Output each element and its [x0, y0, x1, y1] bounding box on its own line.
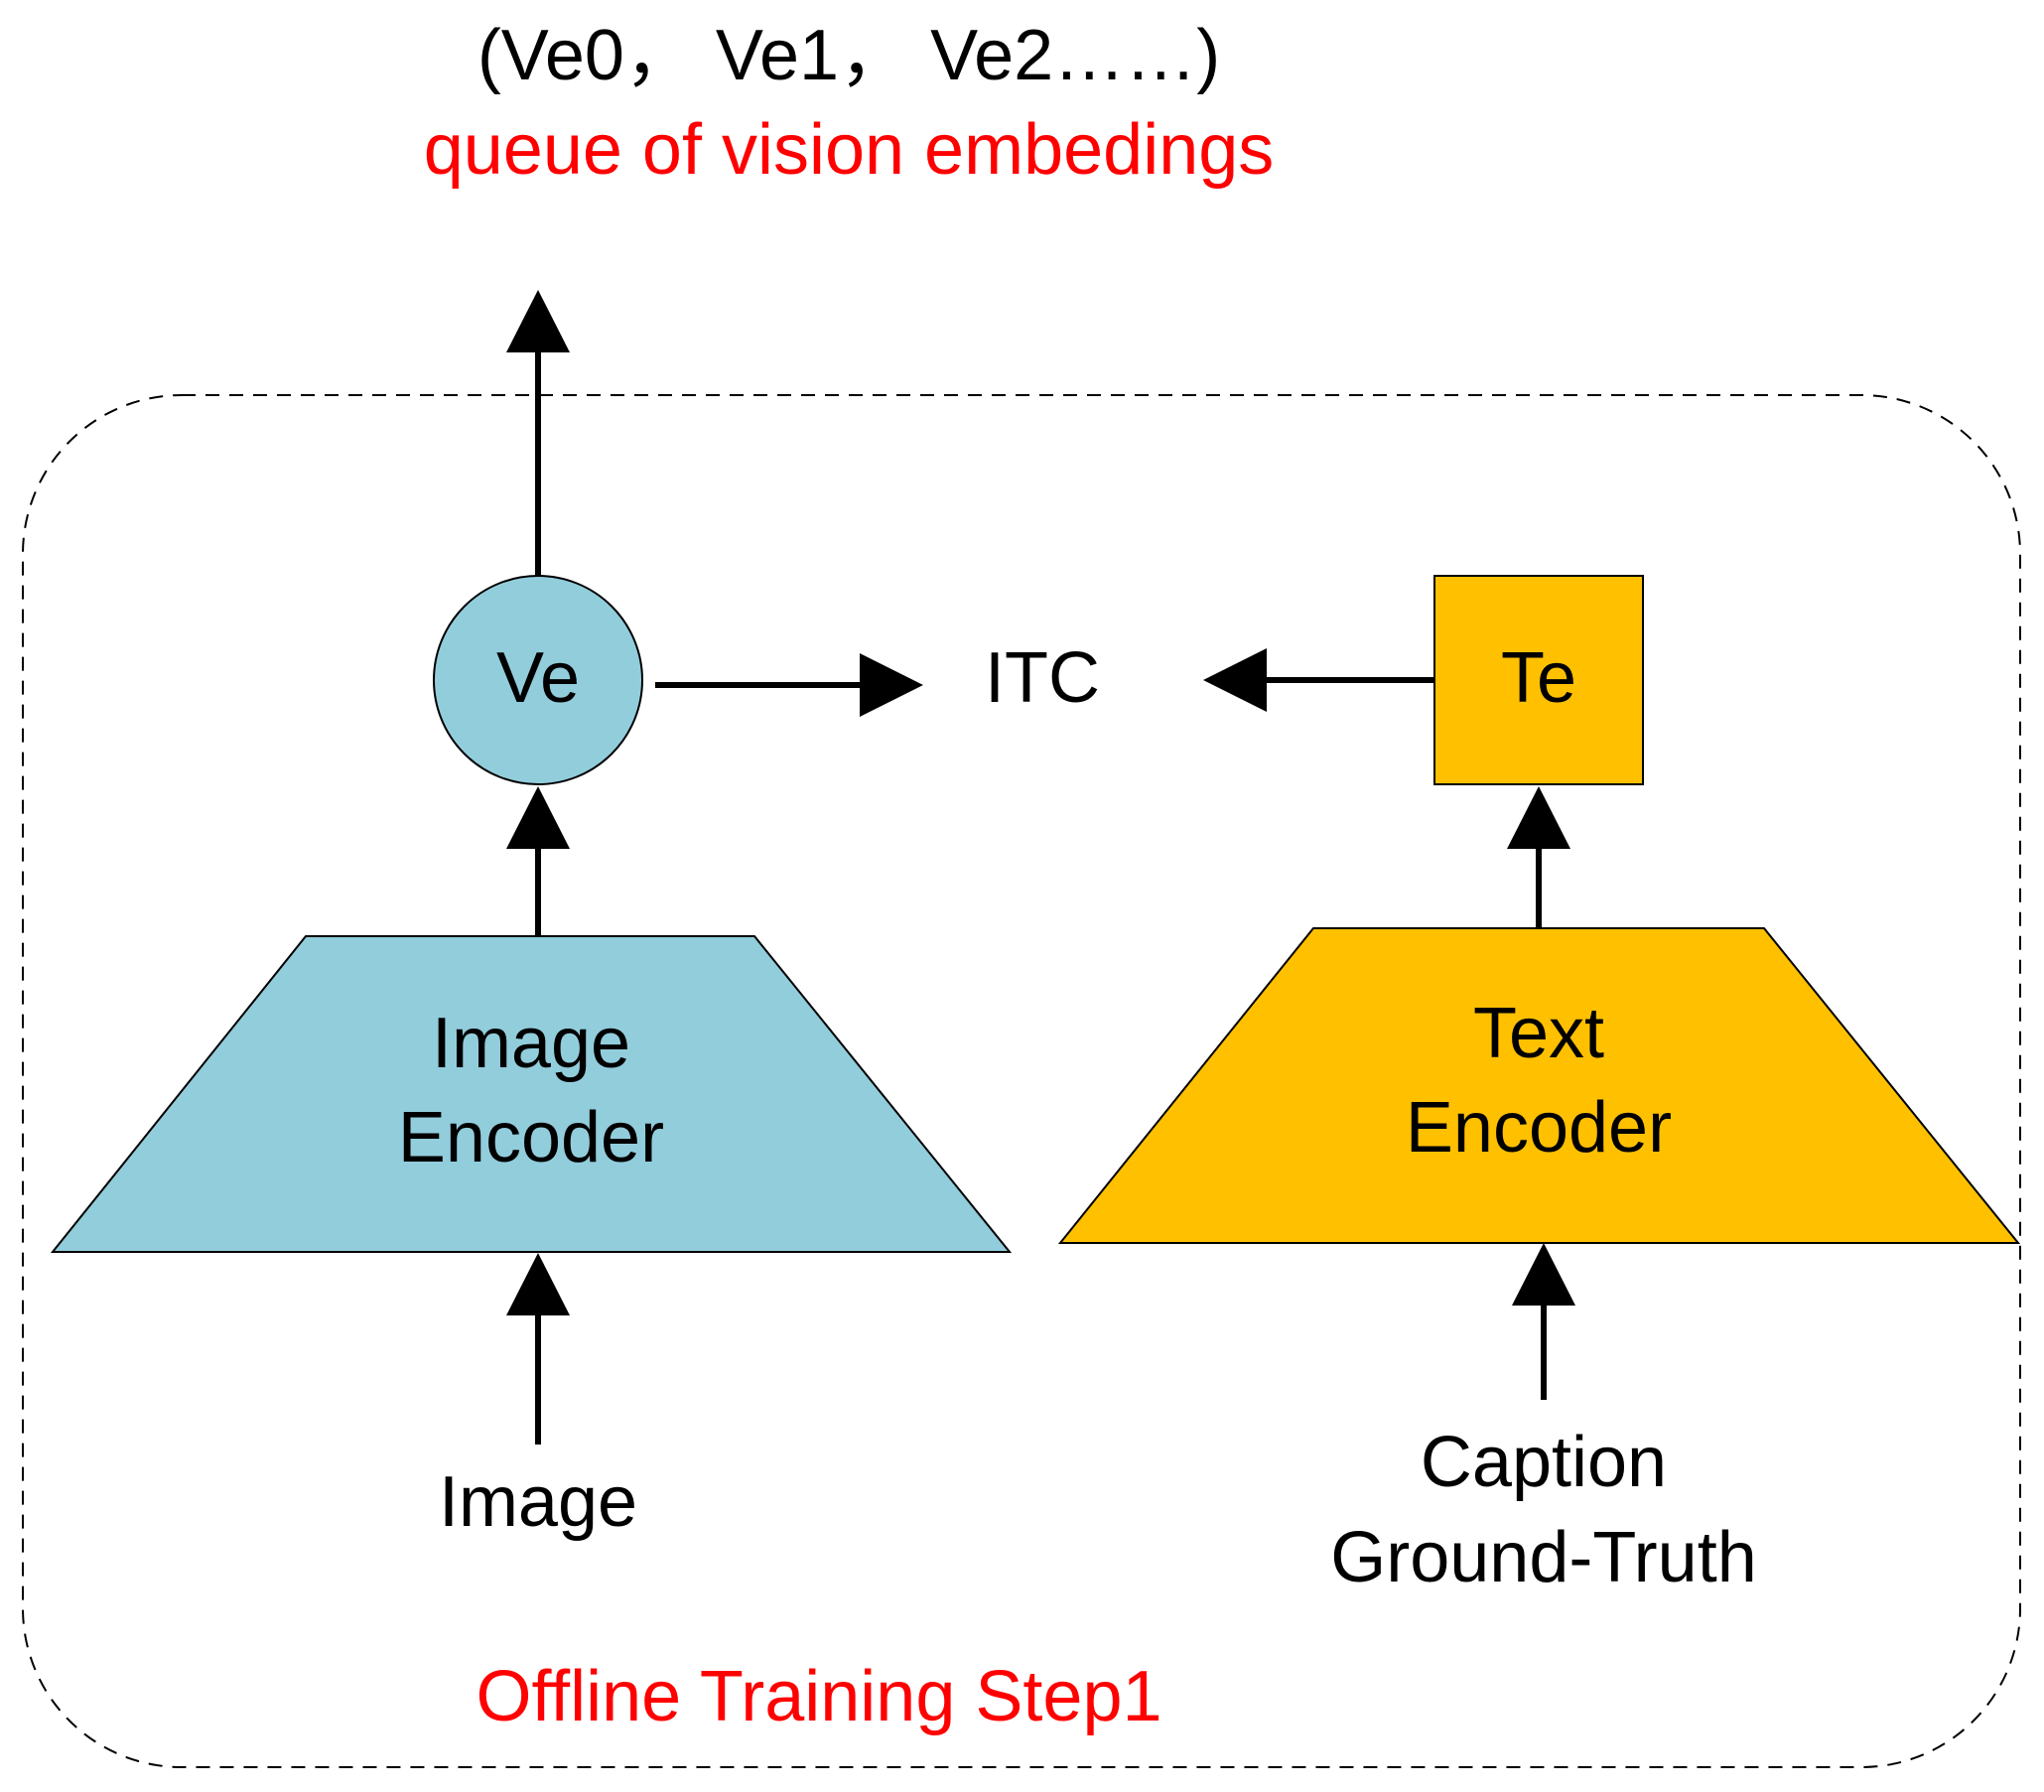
text-encoder-label-line1: Text: [1473, 994, 1604, 1073]
ve-label: Ve: [496, 638, 580, 718]
arrow-te-to-itc: [1203, 648, 1434, 712]
offline-training-group-boundary: [22, 394, 2021, 1768]
image-encoder-label-line2: Encoder: [398, 1098, 664, 1177]
text-encoder-block: [1057, 927, 2021, 1244]
arrow-textencoder-to-te: [1507, 786, 1570, 928]
arrow-ve-to-itc: [655, 653, 923, 717]
group-label: Offline Training Step1: [476, 1657, 1161, 1736]
queue-sequence-label: (Ve0， Ve1， Ve2……): [477, 16, 1220, 95]
te-node: [1433, 575, 1644, 785]
queue-caption-label: queue of vision embedings: [424, 110, 1275, 190]
te-label: Te: [1501, 638, 1576, 718]
text-encoder-label-line2: Encoder: [1406, 1088, 1672, 1168]
image-encoder-block: [50, 935, 1013, 1253]
arrow-image-to-encoder: [506, 1253, 570, 1445]
image-input-label: Image: [439, 1462, 637, 1542]
image-encoder-label-line1: Image: [432, 1004, 630, 1083]
itc-label: ITC: [985, 638, 1100, 718]
caption-label-line2: Ground-Truth: [1330, 1518, 1757, 1597]
arrow-caption-to-textencoder: [1512, 1243, 1575, 1400]
arrow-encoder-to-ve: [506, 786, 570, 936]
caption-label-line1: Caption: [1421, 1423, 1667, 1502]
arrow-ve-to-queue: [506, 290, 570, 576]
